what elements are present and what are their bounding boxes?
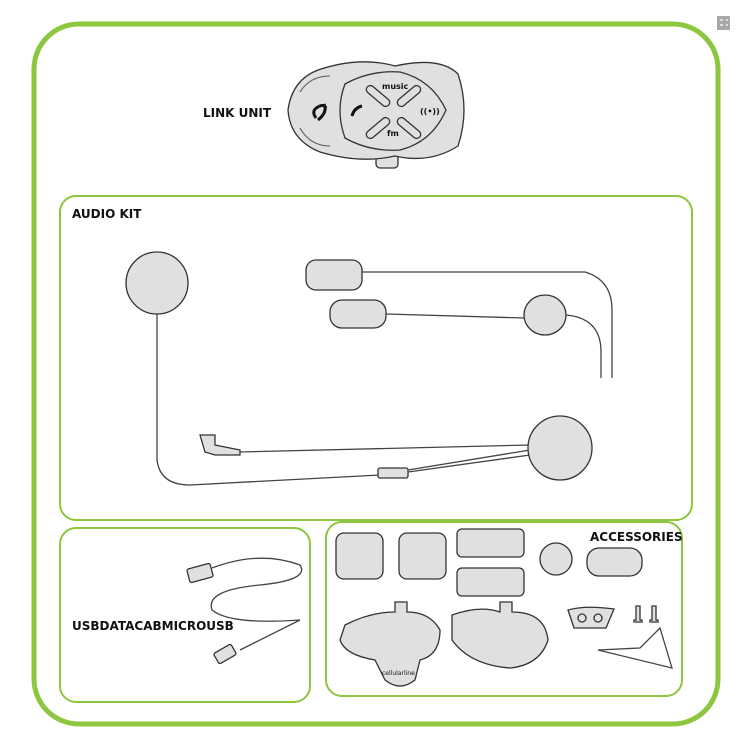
usb-cable-box: [59, 527, 311, 703]
music-button-label: music: [382, 82, 409, 91]
expand-icon[interactable]: [717, 16, 730, 30]
fm-button-label: fm: [387, 129, 399, 138]
mount-plate-1: [339, 601, 441, 687]
wired-mic: [305, 259, 363, 291]
boom-mic: [329, 299, 387, 329]
accessories-parts: cellularline: [335, 528, 673, 687]
link-unit-label: LINK UNIT: [203, 106, 272, 120]
cellularline-logo: cellularline: [382, 670, 415, 677]
fm-button[interactable]: [365, 116, 392, 140]
speaker-left: [125, 251, 189, 315]
music-button[interactable]: [365, 84, 392, 108]
audio-kit-parts: [125, 251, 613, 486]
volume-up-button[interactable]: [396, 84, 423, 108]
phone-icon[interactable]: [350, 104, 363, 117]
audio-kit-box: [59, 195, 693, 521]
speaker-right: [527, 415, 593, 481]
mount-plate-2: [451, 601, 549, 669]
volume-down-button[interactable]: [396, 116, 423, 140]
usb-cable: [186, 557, 303, 665]
outer-frame: [31, 21, 721, 727]
link-unit-device: music fm ((•)): [287, 61, 465, 169]
accessories-box: [325, 521, 683, 697]
accessories-label: ACCESSORIES: [590, 530, 683, 544]
audio-kit-label: AUDIO KIT: [72, 207, 142, 221]
usb-cable-label: USBDATACABMICROUSB: [72, 619, 234, 633]
brand-logo-icon: [312, 103, 328, 122]
intercom-icon[interactable]: ((•)): [420, 107, 440, 116]
